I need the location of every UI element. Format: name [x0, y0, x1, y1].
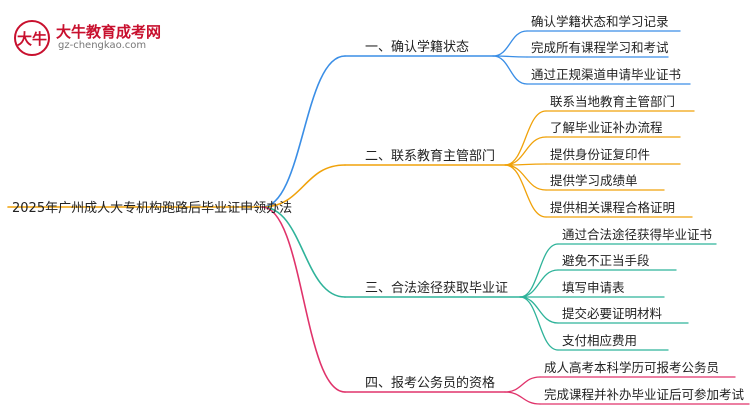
leaf-node: 支付相应费用 [562, 333, 638, 348]
connector-line [519, 296, 559, 351]
connector-line [504, 164, 547, 191]
connector-line [519, 243, 559, 298]
leaf-node: 填写申请表 [562, 280, 625, 295]
connector-line [261, 206, 346, 393]
connector-line [492, 55, 528, 85]
site-logo[interactable]: 大牛 大牛教育成考网 gz-chengkao.com [4, 16, 174, 56]
logo-badge-icon: 大牛 [14, 20, 50, 56]
connector-line [519, 296, 559, 324]
leaf-node: 完成所有课程学习和考试 [531, 40, 669, 55]
leaf-node: 完成课程并补办毕业证后可参加考试 [544, 387, 745, 402]
leaf-node: 通过正规渠道申请毕业证书 [531, 67, 682, 82]
connector-line [504, 136, 547, 166]
branch-node: 四、报考公务员的资格 [365, 376, 496, 391]
root-node: 2025年广州成人大专机构跑路后毕业证申领办法 [12, 201, 293, 216]
connector-line [504, 376, 541, 393]
leaf-node: 确认学籍状态和学习记录 [531, 14, 669, 29]
connector-line [504, 391, 541, 405]
logo-url: gz-chengkao.com [58, 40, 147, 51]
branch-node: 二、联系教育主管部门 [365, 149, 496, 164]
logo-badge-text: 大牛 [16, 30, 47, 48]
connector-line [492, 30, 528, 57]
leaf-node: 通过合法途径获得毕业证书 [562, 227, 713, 242]
leaf-node: 避免不正当手段 [562, 253, 650, 268]
leaf-node: 成人高考本科学历可报考公务员 [544, 360, 720, 375]
leaf-node: 了解毕业证补办流程 [550, 120, 663, 135]
connector-line [261, 55, 346, 208]
logo-title: 大牛教育成考网 [56, 23, 162, 41]
branch-node: 三、合法途径获取毕业证 [365, 281, 509, 296]
connector-line [261, 164, 346, 208]
leaf-node: 提交必要证明材料 [562, 306, 663, 321]
connector-line [504, 164, 547, 218]
leaf-node: 提供身份证复印件 [550, 147, 651, 162]
connector-line [519, 269, 559, 298]
connector-line [504, 110, 547, 166]
leaf-node: 提供学习成绩单 [550, 173, 638, 188]
leaf-node: 联系当地教育主管部门 [550, 94, 676, 109]
connector-line [261, 206, 346, 298]
branch-node: 一、确认学籍状态 [365, 40, 470, 55]
leaf-node: 提供相关课程合格证明 [550, 200, 676, 215]
